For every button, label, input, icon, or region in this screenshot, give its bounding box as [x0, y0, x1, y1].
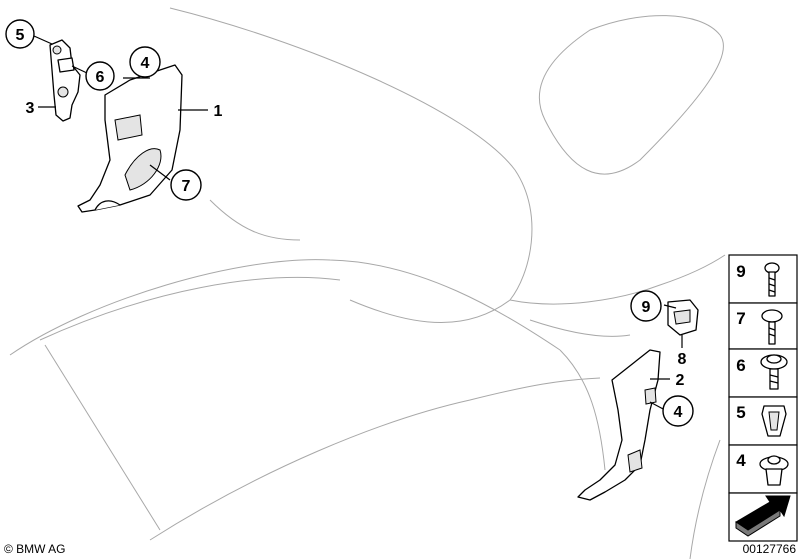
svg-text:6: 6	[96, 69, 105, 86]
svg-text:9: 9	[642, 299, 651, 316]
bracket-part-3	[49, 39, 81, 122]
svg-text:8: 8	[678, 351, 687, 368]
vehicle-body-outline	[9, 7, 726, 559]
svg-text:7: 7	[182, 178, 191, 195]
legend-num-7: 7	[736, 309, 745, 328]
arrow-icon	[735, 495, 791, 537]
legend-cell-5	[728, 396, 798, 446]
legend-num-9: 9	[736, 262, 745, 281]
callout-top-left-6: 6	[85, 61, 115, 91]
legend-num-4: 4	[736, 451, 746, 470]
pillar-trim-part-1	[77, 64, 183, 213]
callout-top-left-5: 5	[5, 19, 35, 49]
copyright-text: © BMW AG	[4, 542, 66, 556]
callout-top-left-4: 4	[129, 46, 161, 78]
label-right-8: 8	[678, 351, 687, 368]
pillar-trim-part-2	[577, 349, 661, 501]
legend-num-6: 6	[736, 356, 745, 375]
callout-top-left-7: 7	[170, 169, 202, 201]
clip-part-8	[667, 299, 699, 336]
svg-text:2: 2	[676, 372, 685, 389]
fastener-legend: 9 7 6 5 4	[728, 254, 798, 542]
legend-cell-9	[728, 254, 798, 304]
callout-right-4: 4	[662, 395, 694, 427]
legend-cell-7	[728, 302, 798, 350]
flat-head-screw-icon	[761, 309, 783, 345]
label-top-left-1: 1	[214, 103, 223, 120]
clip-nut-icon	[761, 405, 787, 437]
legend-cell-6	[728, 348, 798, 398]
legend-num-5: 5	[736, 403, 745, 422]
svg-text:4: 4	[141, 55, 150, 72]
collar-screw-icon	[760, 354, 788, 390]
svg-text:5: 5	[16, 27, 25, 44]
diagram-number: 00127766	[743, 542, 797, 556]
label-top-left-3: 3	[26, 100, 35, 117]
expanding-rivet-icon	[759, 455, 789, 486]
svg-text:3: 3	[26, 100, 35, 117]
label-right-2: 2	[676, 372, 685, 389]
callout-right-9: 9	[630, 290, 662, 322]
svg-text:1: 1	[214, 103, 223, 120]
svg-text:4: 4	[674, 404, 683, 421]
screw-icon	[764, 262, 780, 297]
